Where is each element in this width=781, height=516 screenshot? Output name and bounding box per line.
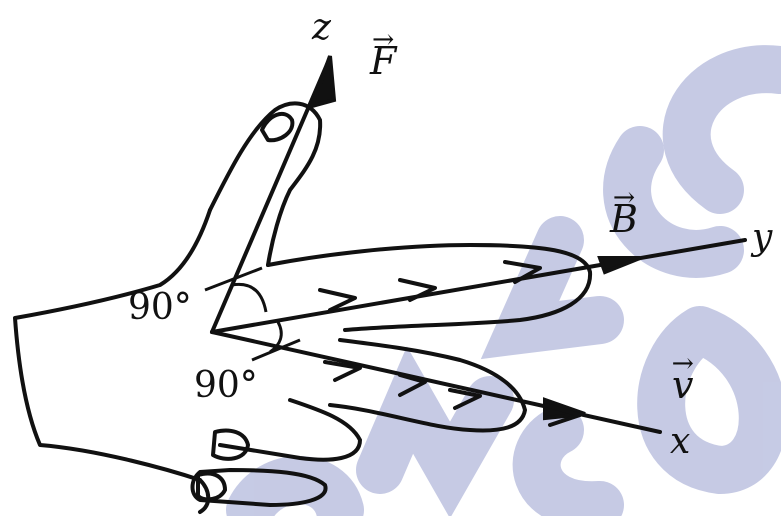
ring-finger-outline <box>218 398 362 462</box>
watermark-stroke-g <box>226 456 364 516</box>
velocity-vector-label: v <box>672 366 693 404</box>
watermark-stroke-d <box>637 306 781 495</box>
index-finger-outline <box>266 243 593 332</box>
middle-finger-outline <box>328 338 527 433</box>
watermark-stroke-a <box>662 45 781 214</box>
little-finger-nail <box>196 471 227 502</box>
angle-leader-lower <box>251 338 301 362</box>
z-axis-label: z <box>312 7 331 48</box>
field-vector-symbol: B <box>610 200 638 238</box>
thumb-nail <box>260 111 295 143</box>
palm-outline <box>13 208 212 482</box>
field-arrow-3 <box>503 260 542 284</box>
field-arrow-1 <box>318 288 357 312</box>
watermark-stroke-b <box>603 126 744 278</box>
y-axis-arrowhead <box>597 256 641 275</box>
field-arrow-2 <box>398 278 437 302</box>
field-vector-label: B <box>610 200 638 238</box>
field-arrow-4 <box>323 360 362 382</box>
y-axis-line <box>210 238 747 334</box>
little-finger-outline <box>190 468 328 507</box>
z-axis-line <box>210 60 330 334</box>
ring-finger-nail <box>211 428 250 461</box>
force-vector-symbol: F <box>370 42 396 80</box>
angle-arc-upper <box>231 282 268 313</box>
palm-bottom <box>198 478 211 514</box>
field-arrow-5 <box>398 373 427 397</box>
field-arrow-6 <box>448 388 482 410</box>
velocity-vector-symbol: v <box>672 366 693 404</box>
z-axis-arrowhead <box>308 55 337 109</box>
angle-label-upper: 90° <box>128 287 192 328</box>
watermark-stroke-f <box>356 346 514 516</box>
x-axis-label: x <box>670 421 691 462</box>
force-vector-label: F <box>370 42 396 80</box>
y-axis-label: y <box>752 217 773 258</box>
x-axis-line <box>210 330 662 434</box>
angle-leader-upper <box>204 266 263 292</box>
watermark-stroke-c <box>480 216 624 360</box>
watermark-stroke-e <box>512 406 624 516</box>
thumb-outline <box>208 101 323 267</box>
field-arrow-7 <box>543 403 582 427</box>
angle-label-lower: 90° <box>194 365 258 406</box>
